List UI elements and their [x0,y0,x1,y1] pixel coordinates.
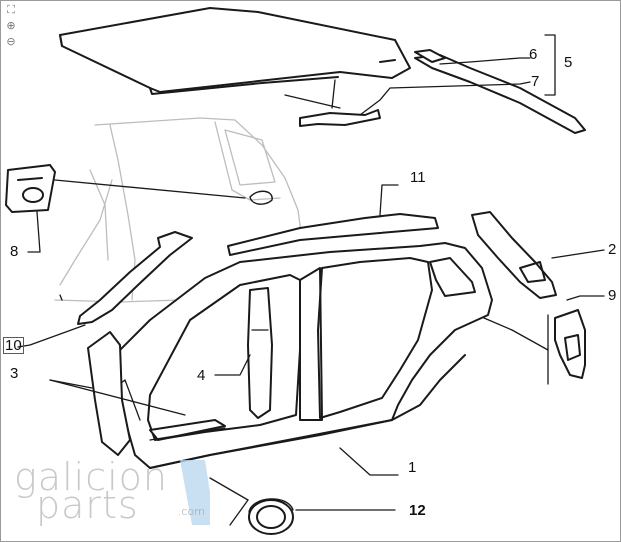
galicionparts-watermark: galicion parts .com [10,455,210,527]
callout-4: 4 [197,367,206,384]
fuel-filler-housing [5,164,273,213]
roof-cross-members [284,79,381,127]
callout-2: 2 [608,241,617,258]
callout-7: 7 [531,73,540,90]
rear-bracket [554,309,586,379]
rubber-plug [248,498,294,535]
callout-8: 8 [10,243,19,260]
a-pillar-trim [77,231,193,325]
body-side-frame [104,242,493,469]
roof-panel [59,7,411,95]
watermark-line1: galicion [14,455,168,499]
fit-to-window-icon[interactable]: ⛶ [7,3,15,16]
callout-9: 9 [608,287,617,304]
b-pillar-reinforcement [247,287,273,419]
callout-5: 5 [564,54,573,71]
callout-1: 1 [408,459,417,476]
zoom-toolbar: ⛶ ⊕ ⊖ [3,3,23,51]
callout-11: 11 [410,169,426,186]
rear-wheelarch-panel [471,211,557,299]
callout-10[interactable]: 10 [3,337,24,354]
roof-side-rail [227,213,439,256]
callout-3: 3 [10,365,19,382]
zoom-out-icon[interactable]: ⊖ [6,35,16,48]
callout-6: 6 [529,46,538,63]
roof-rail-strip [414,49,586,134]
front-pillar-and-sill [87,331,226,456]
watermark-suffix: .com [178,505,205,518]
callout-12: 12 [409,502,426,519]
watermark-line2: parts [36,483,139,527]
leader-lines [17,34,605,526]
zoom-in-icon[interactable]: ⊕ [6,19,16,32]
watermark-accent [180,460,210,525]
